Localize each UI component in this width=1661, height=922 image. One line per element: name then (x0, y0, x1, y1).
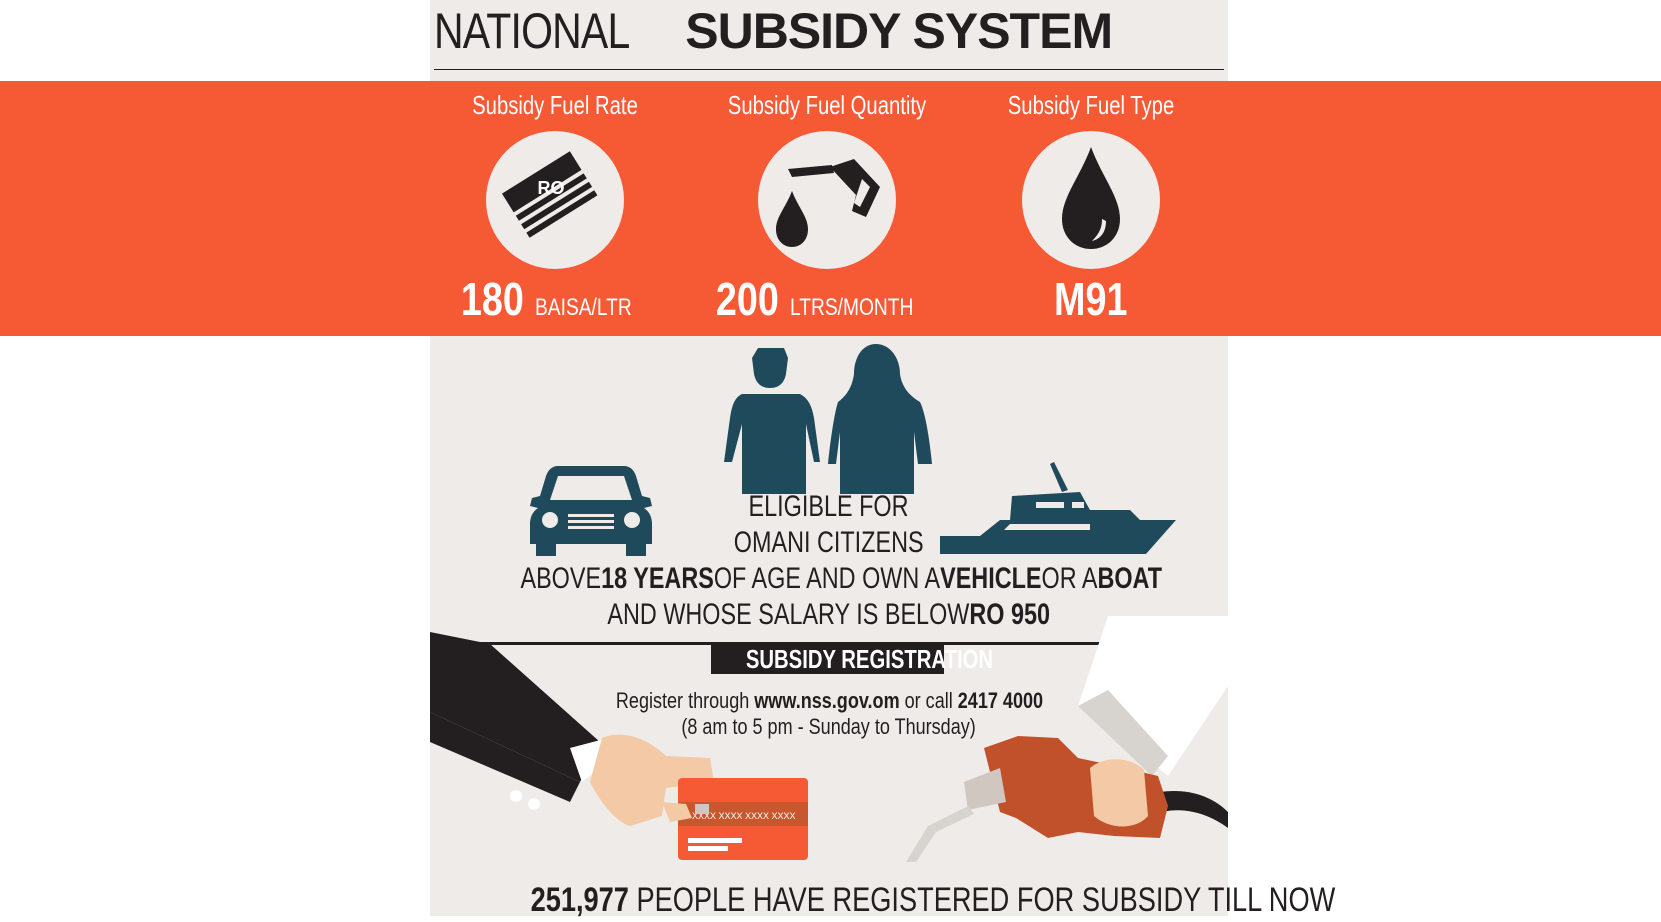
registration-phone: 2417 4000 (957, 688, 1043, 713)
registration-website: www.nss.gov.om (753, 688, 900, 713)
subsidy-fuel-quantity-label: Subsidy Fuel Quantity (727, 90, 927, 120)
registration-line-1: Register through www.nss.gov.om or call … (615, 688, 1043, 713)
subsidy-fuel-type: Subsidy Fuel Type M91 (961, 81, 1221, 336)
registration-line-2: (8 am to 5 pm - Sunday to Thursday) (681, 714, 977, 739)
card-icon: XXXX XXXX XXXX XXXX (678, 778, 808, 860)
rate-number: 180 (460, 273, 524, 325)
quantity-unit: LTRS/MONTH (790, 294, 914, 321)
subsidy-fuel-rate-value: 180 BAISA/LTR (425, 271, 685, 336)
title-light: NATIONAL (434, 3, 630, 59)
boat-icon (940, 462, 1176, 558)
subsidy-fuel-type-value: M91 (961, 271, 1221, 327)
people-icon (722, 344, 934, 494)
fuel-type-value: M91 (1054, 273, 1128, 325)
hand-card-illustration: XXXX XXXX XXXX XXXX (430, 632, 820, 872)
car-icon (528, 462, 654, 558)
eligibility-line-2: OMANI CITIZENS (734, 526, 924, 559)
money-icon-text: RO (538, 178, 565, 198)
registration-count: 251,977 PEOPLE HAVE REGISTERED FOR SUBSI… (530, 881, 1336, 919)
eligibility-line-4: AND WHOSE SALARY IS BELOW RO 950 (607, 598, 1051, 631)
subsidy-fuel-quantity-value: 200 LTRS/MONTH (697, 271, 957, 336)
subsidy-fuel-quantity: Subsidy Fuel Quantity 200 LTRS/MONTH (697, 81, 957, 336)
eligibility-line-1: ELIGIBLE FOR (749, 490, 909, 523)
eligibility-line-3: ABOVE 18 YEARS OF AGE AND OWN A VEHICLE … (520, 562, 1162, 595)
fuel-nozzle-icon (758, 131, 896, 269)
section-divider (448, 642, 1198, 645)
subsidy-fuel-rate-label: Subsidy Fuel Rate (472, 90, 638, 120)
fuel-pump-illustration (868, 616, 1228, 862)
title-bold: SUBSIDY SYSTEM (685, 3, 1113, 59)
money-icon: RO (486, 131, 624, 269)
subsidy-fuel-type-label: Subsidy Fuel Type (1007, 90, 1175, 120)
registered-count: 251,977 (530, 881, 629, 919)
registration-title: SUBSIDY REGISTRATION (711, 644, 993, 674)
title-rule (434, 69, 1224, 70)
subsidy-fuel-rate: Subsidy Fuel Rate RO 180 BAISA/LTR (425, 81, 685, 336)
quantity-number: 200 (716, 273, 780, 325)
oil-drop-icon (1022, 131, 1160, 269)
card-number-text: XXXX XXXX XXXX XXXX (692, 811, 796, 821)
page-title: NATIONAL SUBSIDY SYSTEM (434, 2, 1113, 60)
rate-unit: BAISA/LTR (535, 294, 632, 321)
